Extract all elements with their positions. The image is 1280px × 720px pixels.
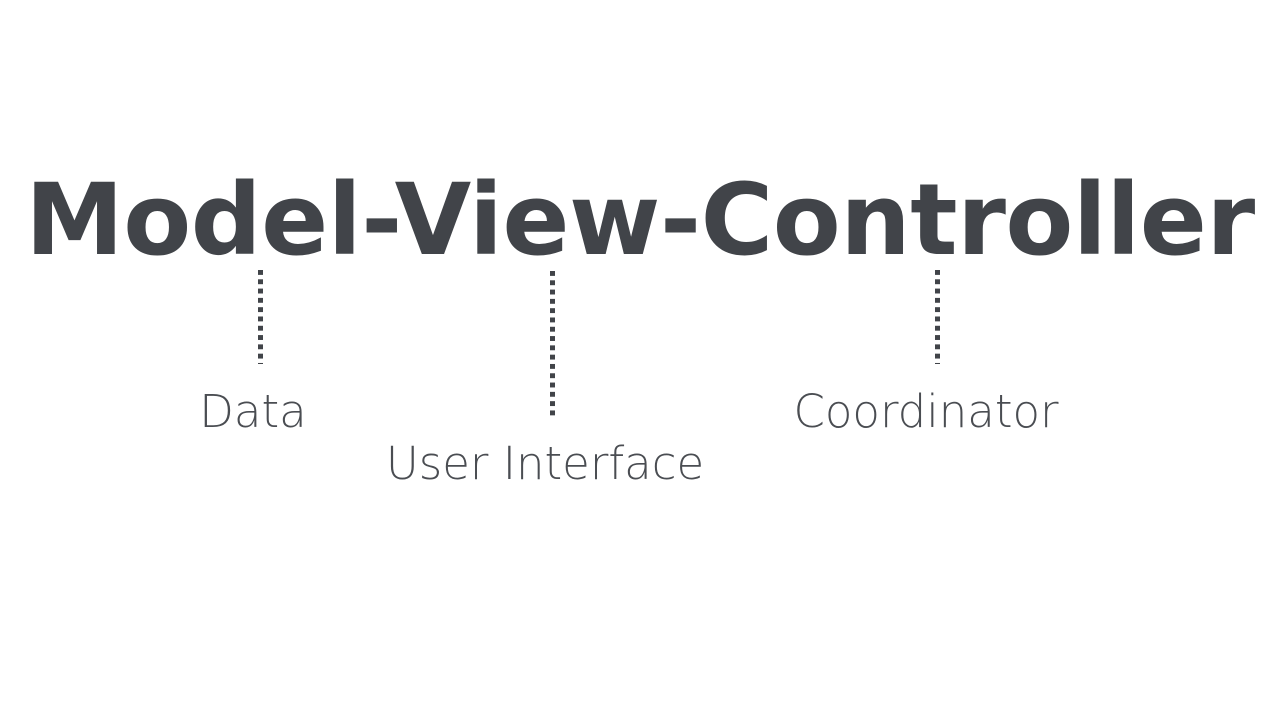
- caption-view: User Interface: [385, 437, 705, 490]
- dotted-connector-controller: [935, 270, 940, 364]
- dotted-connector-view: [550, 271, 555, 416]
- page-title: Model-View-Controller: [25, 163, 1255, 278]
- caption-model: Data: [199, 385, 307, 438]
- dotted-connector-model: [258, 270, 263, 364]
- caption-controller: Coordinator: [793, 385, 1059, 438]
